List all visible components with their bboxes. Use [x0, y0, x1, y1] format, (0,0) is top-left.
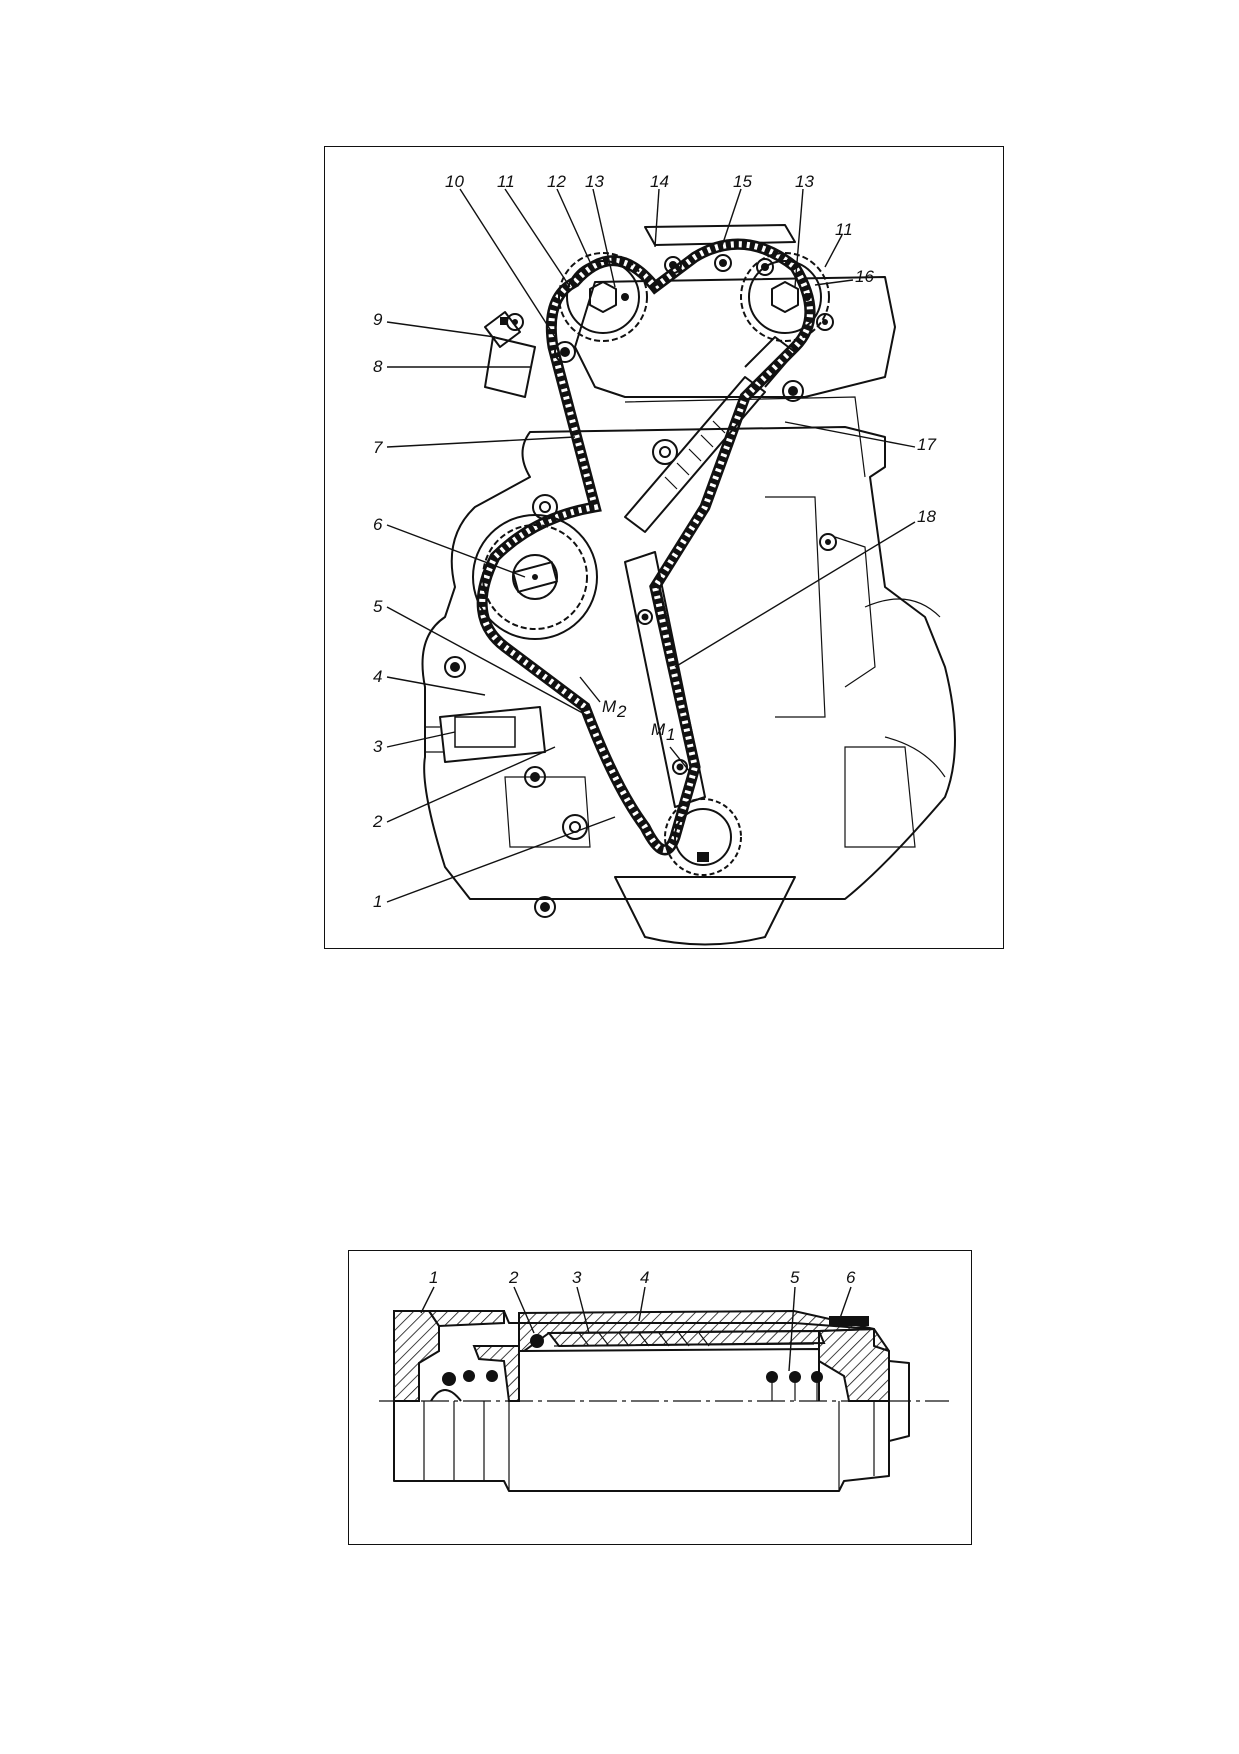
- timing-chain-drive-drawing: M 2 M 1: [372, 172, 956, 946]
- mark-m2-letter: M: [602, 697, 617, 716]
- callout-11: 11: [497, 172, 515, 191]
- tensioner-section-figure: 1 2 3 4 5 6: [348, 1250, 972, 1545]
- callout-3: 3: [373, 737, 383, 756]
- callout-5: 5: [373, 597, 383, 616]
- fig2-leader-lines: [420, 1286, 852, 1372]
- mark-m1-sub: 1: [666, 725, 675, 744]
- timing-chain-drive-figure: M 2 M 1: [324, 146, 1004, 949]
- callout-8: 8: [373, 357, 383, 376]
- exhaust-camshaft-sprocket: [558, 252, 648, 342]
- callout-7: 7: [373, 438, 383, 457]
- callout-6: 6: [373, 515, 383, 534]
- engine-block-outline: [421, 224, 956, 900]
- callout-12: 12: [547, 172, 566, 191]
- seal-rings: [430, 1316, 869, 1402]
- fig2-callout-5: 5: [790, 1268, 800, 1287]
- callout-1: 1: [373, 892, 382, 911]
- timing-mark-m2: M 2: [579, 676, 627, 721]
- hatched-sections: [393, 1309, 890, 1402]
- callout-16: 16: [855, 267, 874, 286]
- mark-m2-sub: 2: [616, 702, 627, 721]
- fig2-callout-6: 6: [846, 1268, 856, 1287]
- timing-chain: [476, 238, 816, 856]
- fig2-callout-1: 1: [429, 1268, 438, 1287]
- tensioner-section-drawing: 1 2 3 4 5 6: [379, 1268, 949, 1492]
- fig2-callout-2: 2: [508, 1268, 519, 1287]
- callout-4: 4: [373, 667, 382, 686]
- callout-2: 2: [372, 812, 383, 831]
- callout-9: 9: [373, 310, 383, 329]
- fig2-callout-4: 4: [640, 1268, 649, 1287]
- callout-13b: 13: [795, 172, 814, 191]
- camshaft-position-sensor: [484, 311, 536, 398]
- callout-18: 18: [917, 507, 936, 526]
- chain-guide: [624, 551, 706, 808]
- crankshaft-sprocket: [614, 798, 796, 946]
- fig2-callout-3: 3: [572, 1268, 582, 1287]
- mark-m1-letter: M: [651, 720, 666, 739]
- camshaft-bearing-cap-bolts: [664, 254, 774, 276]
- callout-labels: 1 2 3 4 5 6 7 8 9 10 11 12 13 14 15 13 1…: [372, 172, 936, 911]
- fig2-callout-labels: 1 2 3 4 5 6: [429, 1268, 856, 1287]
- plunger: [523, 1332, 910, 1442]
- oil-pump-sprocket: [472, 514, 598, 640]
- callout-17: 17: [917, 435, 936, 454]
- timing-mark-m1: M 1: [651, 720, 691, 773]
- callout-13: 13: [585, 172, 604, 191]
- intake-camshaft-sprocket: [740, 252, 830, 342]
- callout-14: 14: [650, 172, 669, 191]
- callout-10: 10: [445, 172, 464, 191]
- leader-lines: [386, 188, 916, 903]
- chain-tensioner: [624, 336, 796, 533]
- callout-15: 15: [733, 172, 752, 191]
- callout-11b: 11: [835, 220, 853, 239]
